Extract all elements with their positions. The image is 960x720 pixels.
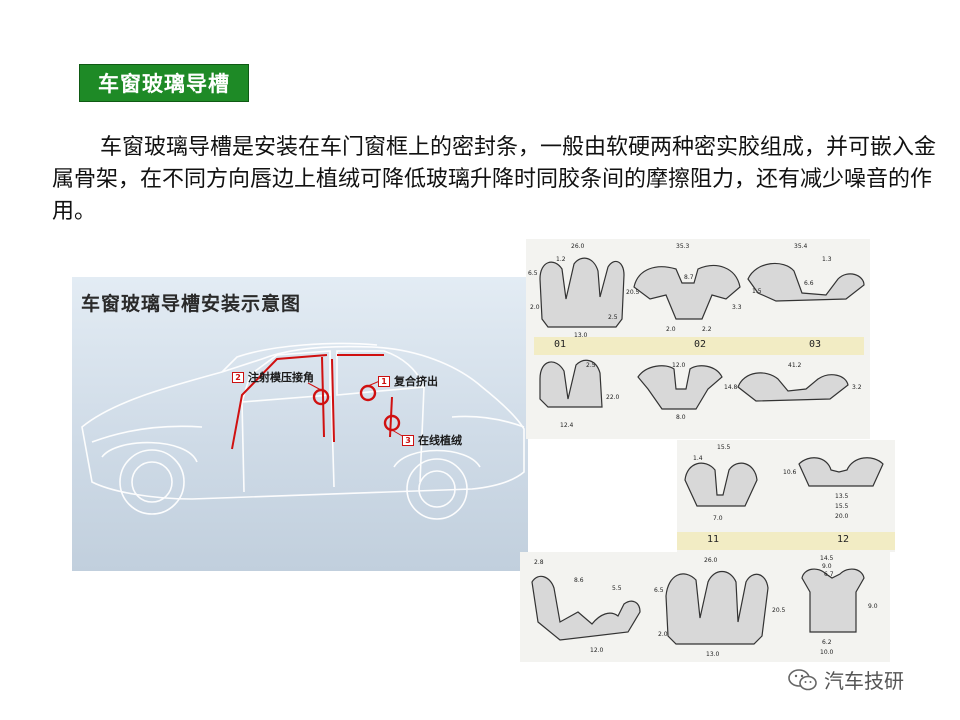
dim-label: 10.6 (783, 469, 797, 476)
dim-label: 15.5 (717, 444, 731, 451)
dim-label: 20.5 (772, 607, 786, 614)
dim-label: 2.5 (586, 362, 596, 369)
section-title: 车窗玻璃导槽 (79, 64, 249, 102)
profile-sheet-c: 2.8 8.6 5.5 12.0 26.0 6.5 20.5 2.0 13.0 … (520, 552, 890, 662)
dim-label: 6.5 (528, 270, 538, 277)
dim-label: 2.2 (702, 326, 712, 333)
profile-label: 01 (554, 339, 567, 350)
profile-drawings-a: 26.0 35.3 35.4 6.5 1.2 2.0 20.5 2.5 13.0… (528, 243, 865, 429)
dim-label: 35.3 (676, 243, 690, 250)
dim-label: 5.5 (612, 585, 622, 592)
callout-label: 注射模压接角 (248, 371, 314, 384)
dim-label: 13.0 (706, 651, 720, 658)
dim-label: 41.2 (788, 362, 802, 369)
dim-label: 15.5 (835, 503, 849, 510)
dim-label: 6.6 (804, 280, 814, 287)
dim-label: 6.7 (824, 571, 834, 578)
dim-label: 1.5 (752, 288, 762, 295)
intro-paragraph: 车窗玻璃导槽是安装在车门窗框上的密封条，一般由软硬两种密实胶组成，并可嵌入金属骨… (52, 135, 937, 224)
callout-label: 复合挤出 (394, 375, 438, 388)
dim-label: 12.0 (672, 362, 686, 369)
dim-label: 14.8 (724, 384, 738, 391)
dim-label: 2.8 (534, 559, 544, 566)
dim-label: 10.0 (820, 649, 834, 656)
profile-drawings-c: 2.8 8.6 5.5 12.0 26.0 6.5 20.5 2.0 13.0 … (531, 555, 878, 658)
profile-drawings-b: 15.5 1.4 7.0 10.6 13.5 15.5 20.0 (684, 444, 884, 522)
dim-label: 35.4 (794, 243, 808, 250)
callout-label: 在线植绒 (418, 434, 462, 447)
dim-label: 1.2 (556, 256, 566, 263)
dim-label: 26.0 (571, 243, 585, 250)
callout-number: 1 (378, 375, 390, 387)
dim-label: 14.5 (820, 555, 834, 562)
profile-label-band: 11 12 (677, 532, 895, 550)
dim-label: 26.0 (704, 557, 718, 564)
dim-label: 9.0 (868, 603, 878, 610)
dim-label: 22.0 (606, 394, 620, 401)
dim-label: 20.5 (626, 289, 640, 296)
dim-label: 3.2 (852, 384, 862, 391)
dim-label: 20.0 (835, 513, 849, 520)
dim-label: 8.0 (676, 414, 686, 421)
dim-label: 3.3 (732, 304, 742, 311)
dim-label: 2.5 (608, 314, 618, 321)
profile-sheet-b: 15.5 1.4 7.0 10.6 13.5 15.5 20.0 11 12 (677, 440, 895, 552)
callout-number: 3 (402, 434, 414, 446)
car-installation-diagram: 车窗玻璃导槽安装示意图 (72, 277, 528, 571)
callout-inline-flocking: 3 在线植绒 (402, 432, 462, 448)
dim-label: 1.3 (822, 256, 832, 263)
dim-label: 7.0 (713, 515, 723, 522)
profile-label: 12 (837, 534, 850, 545)
dim-label: 1.4 (693, 455, 703, 462)
callout-number: 2 (232, 371, 244, 383)
callout-co-extrusion: 1 复合挤出 (378, 373, 438, 389)
profile-sheet-a: 26.0 35.3 35.4 6.5 1.2 2.0 20.5 2.5 13.0… (526, 239, 870, 439)
watermark-text: 汽车技研 (824, 669, 904, 693)
profile-label: 03 (809, 339, 822, 350)
profile-label-band: 01 02 03 (534, 337, 864, 355)
dim-label: 2.0 (658, 631, 668, 638)
dim-label: 13.0 (574, 332, 588, 339)
dim-label: 6.2 (822, 639, 832, 646)
dim-label: 8.6 (574, 577, 584, 584)
watermark: 汽车技研 (788, 665, 904, 694)
dim-label: 2.0 (530, 304, 540, 311)
callout-injection-corner: 2 注射模压接角 (232, 369, 314, 385)
car-illustration (81, 342, 525, 520)
dim-label: 9.0 (822, 563, 832, 570)
dim-label: 13.5 (835, 493, 849, 500)
dim-label: 8.7 (684, 274, 694, 281)
dim-label: 2.0 (666, 326, 676, 333)
dim-label: 12.0 (590, 647, 604, 654)
profile-label: 02 (694, 339, 707, 350)
diagram-title: 车窗玻璃导槽安装示意图 (81, 293, 302, 315)
dim-label: 6.5 (654, 587, 664, 594)
profile-label: 11 (707, 534, 720, 545)
wechat-icon (788, 668, 817, 690)
dim-label: 12.4 (560, 422, 574, 429)
